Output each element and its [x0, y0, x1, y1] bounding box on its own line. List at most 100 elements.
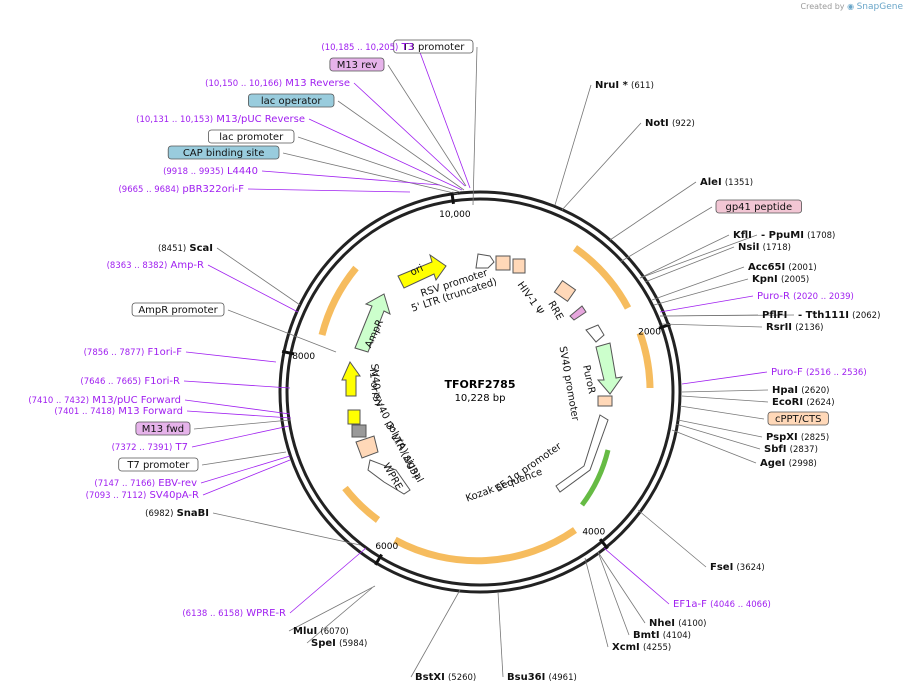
enzyme-label-pflfi[interactable]: PflFI: [762, 310, 787, 321]
site-range: (10,185 .. 10,205): [321, 43, 398, 53]
site-name: HpaI: [772, 385, 798, 396]
enzyme-label-acc65i[interactable]: Acc65I (2001): [748, 262, 817, 273]
feature-label-ampr-promoter[interactable]: AmpR promoter: [138, 305, 218, 316]
inner-label-ori[interactable]: ori: [409, 263, 425, 278]
leader-line: [186, 410, 292, 419]
site-name: NotI: [645, 118, 669, 129]
enzyme-label-agei[interactable]: AgeI (2998): [760, 458, 817, 469]
enzyme-label-nrui[interactable]: NruI * (611): [595, 80, 654, 91]
primer-label-amp-r[interactable]: (8363 .. 8382) Amp-R: [107, 260, 204, 271]
site-range: (6982): [145, 509, 173, 519]
primer-label-puro-f[interactable]: Puro-F (2516 .. 2536): [771, 367, 867, 378]
feature-box: [329, 57, 385, 72]
site-name: - PpuMI: [761, 230, 804, 241]
site-range: (4104): [663, 631, 691, 641]
tick-label: 6000: [375, 542, 398, 552]
enzyme-label-fsei[interactable]: FseI (3624): [710, 562, 765, 573]
enzyme-label-xcmi[interactable]: XcmI (4255): [612, 642, 671, 653]
enzyme-label-mlui[interactable]: MluI (6070): [293, 626, 349, 637]
inner-label-kozak-sequence[interactable]: Kozak sequence: [464, 467, 544, 505]
enzyme-label-spei[interactable]: SpeI (5984): [311, 638, 367, 649]
site-name: pBR322ori-F: [182, 184, 244, 195]
enzyme-label-pspxi[interactable]: PspXI (2825): [766, 432, 829, 443]
enzyme-label-tth111i[interactable]: - Tth111I (2062): [798, 310, 880, 321]
site-range: (10,131 .. 10,153): [136, 115, 213, 125]
enzyme-label-snabi[interactable]: (6982) SnaBI: [145, 508, 209, 519]
leader-line: [184, 399, 291, 415]
feature-label-m13-fwd[interactable]: M13 fwd: [142, 424, 184, 435]
primer-label-ef1a-f[interactable]: EF1a-F (4046 .. 4066): [673, 599, 771, 610]
enzyme-label-scai[interactable]: (8451) ScaI: [158, 243, 213, 254]
primer-label-l4440[interactable]: (9918 .. 9935) L4440: [163, 166, 258, 177]
site-range: (2624): [806, 398, 834, 408]
leader-line: [207, 264, 299, 313]
enzyme-label-noti[interactable]: NotI (922): [645, 118, 695, 129]
inner-label-sv40-ori[interactable]: SV40 ori: [368, 363, 383, 406]
site-range: (7372 .. 7391): [112, 443, 173, 453]
enzyme-label-sbfi[interactable]: SbfI (2837): [764, 444, 818, 455]
site-range: (2136): [795, 323, 823, 333]
site-range: (9918 .. 9935): [163, 167, 224, 177]
enzyme-label-kpni[interactable]: KpnI (2005): [752, 274, 809, 285]
primer-label-m13-forward[interactable]: (7401 .. 7418) M13 Forward: [54, 406, 183, 417]
primer-label-m13-puc-reverse[interactable]: (10,131 .. 10,153) M13/pUC Reverse: [136, 114, 305, 125]
inner-label-sv40-promoter[interactable]: SV40 promoter: [556, 345, 580, 422]
leader-line: [202, 459, 291, 496]
site-range: (922): [672, 119, 695, 129]
leader-line: [653, 278, 749, 306]
primer-label-sv40pa-r[interactable]: (7093 .. 7112) SV40pA-R: [86, 490, 199, 501]
inner-label-rre[interactable]: RRE: [545, 299, 565, 322]
enzyme-label-nsii[interactable]: NsiI (1718): [738, 242, 791, 253]
enzyme-label-rsrii[interactable]: RsrII (2136): [766, 322, 823, 333]
enzyme-label-ppumi[interactable]: - PpuMI (1708): [761, 230, 835, 241]
enzyme-label-bstxi[interactable]: BstXI (5260): [415, 672, 476, 683]
inner-label-f1-ori[interactable]: f1 ori: [367, 368, 380, 395]
tick-mark: [374, 553, 383, 566]
leader-line: [212, 512, 361, 546]
enzyme-label-alei[interactable]: AleI (1351): [700, 177, 753, 188]
enzyme-label-bmti[interactable]: BmtI (4104): [633, 630, 691, 641]
site-range: (4961): [549, 673, 577, 683]
primer-label-wpre-r[interactable]: (6138 .. 6158) WPRE-R: [182, 608, 286, 619]
feature-label-m13-rev[interactable]: M13 rev: [337, 60, 378, 71]
feature-box: [167, 145, 280, 160]
enzyme-label-nhei[interactable]: NheI (4100): [649, 618, 706, 629]
feature-label-lac-operator[interactable]: lac operator: [261, 96, 322, 107]
site-range: (2998): [789, 459, 817, 469]
feature-label-t3-promoter[interactable]: T3 promoter: [401, 42, 465, 53]
ampr-arrow: [354, 293, 391, 353]
leader-line: [639, 234, 758, 279]
primer-label-m13-puc-forward[interactable]: (7410 .. 7432) M13/pUC Forward: [28, 395, 181, 406]
primer-label-f1ori-f[interactable]: (7856 .. 7877) F1ori-F: [84, 347, 183, 358]
inner-label-hiv-1[interactable]: HIV-1 Ψ: [515, 280, 546, 317]
primer-label-f1ori-r[interactable]: (7646 .. 7665) F1ori-R: [80, 376, 180, 387]
leader-line: [554, 84, 592, 206]
feature-label-cap-binding-site[interactable]: CAP binding site: [183, 148, 265, 159]
site-name: M13/pUC Reverse: [216, 114, 305, 125]
site-range: (1718): [763, 243, 791, 253]
enzyme-label-bsu36i[interactable]: Bsu36I (4961): [507, 672, 577, 683]
enzyme-label-ecori[interactable]: EcoRI (2624): [772, 397, 835, 408]
primer-label-pbr322ori-f[interactable]: (9665 .. 9684) pBR322ori-F: [118, 184, 244, 195]
site-range: (3624): [736, 563, 764, 573]
tick-label: 2000: [638, 328, 661, 338]
primer-label-t3[interactable]: (10,185 .. 10,205) T3: [321, 42, 414, 53]
inner-label-puror[interactable]: PuroR: [580, 364, 597, 395]
primer-label-puro-r[interactable]: Puro-R (2020 .. 2039): [757, 291, 854, 302]
site-name: EBV-rev: [158, 478, 197, 489]
primer-label-t7[interactable]: (7372 .. 7391) T7: [112, 442, 188, 453]
feature-label-cppt-cts[interactable]: cPPT/CTS: [775, 414, 821, 425]
ltr3-arrow: [355, 435, 379, 459]
enzyme-label-hpai[interactable]: HpaI (2620): [772, 385, 829, 396]
feature-arc-green: [579, 449, 611, 507]
leader-line: [288, 585, 376, 632]
feature-label-lac-promoter[interactable]: lac promoter: [219, 132, 284, 143]
feature-label-gp41-peptide[interactable]: gp41 peptide: [725, 202, 792, 213]
leader-line: [679, 405, 765, 420]
primer-label-ebv-rev[interactable]: (7147 .. 7166) EBV-rev: [94, 478, 197, 489]
enzyme-label-kfli[interactable]: KflI: [733, 230, 752, 241]
ef1a-promoter-arrow: [555, 414, 609, 493]
primer-label-m13-reverse[interactable]: (10,150 .. 10,166) M13 Reverse: [205, 78, 350, 89]
site-name: M13 Reverse: [285, 78, 350, 89]
feature-label-t7-promoter[interactable]: T7 promoter: [126, 460, 190, 471]
